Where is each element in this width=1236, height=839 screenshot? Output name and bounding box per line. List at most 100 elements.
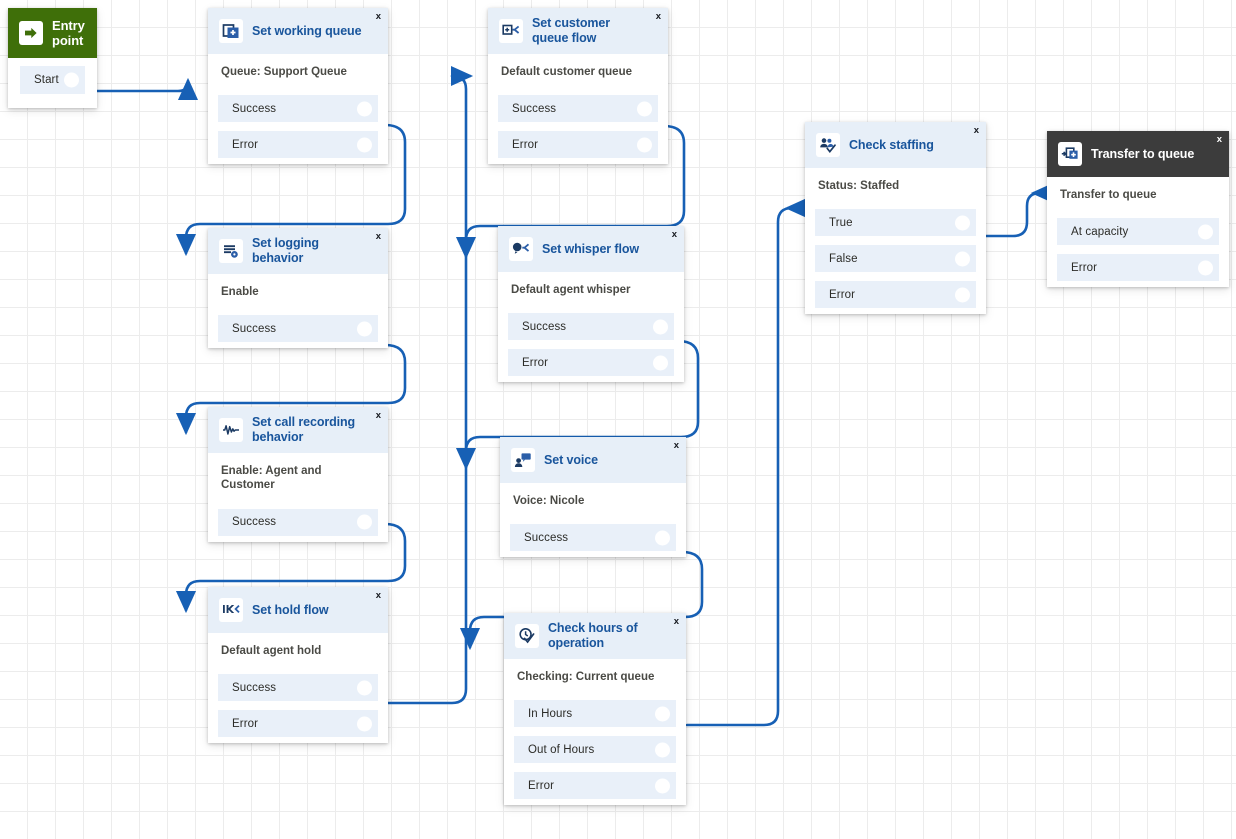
port-label: Error: [829, 288, 856, 301]
port-label: Success: [232, 322, 277, 335]
port-success[interactable]: Success: [218, 674, 378, 702]
node-subtitle: Voice: Nicole: [513, 495, 585, 507]
set-call-recording-behavior-icon: [219, 418, 243, 442]
node-subtitle: Default customer queue: [501, 66, 632, 78]
port-connector-dot[interactable]: [655, 530, 670, 546]
close-icon[interactable]: x: [673, 616, 679, 627]
port-connector-dot[interactable]: [653, 319, 668, 335]
port-connector-dot[interactable]: [955, 251, 970, 267]
port-error[interactable]: Error: [508, 349, 674, 377]
port-success[interactable]: Success: [508, 313, 674, 341]
node-set-logging-behavior[interactable]: Set logging behavior x Enable Success: [208, 228, 388, 349]
node-ports: At capacity Error: [1047, 212, 1229, 287]
port-false[interactable]: False: [815, 245, 976, 273]
port-error[interactable]: Error: [218, 710, 378, 738]
port-connector-dot[interactable]: [1198, 260, 1213, 276]
port-error[interactable]: Error: [815, 281, 976, 309]
port-error[interactable]: Error: [498, 131, 658, 159]
close-icon[interactable]: x: [671, 229, 677, 240]
port-connector-dot[interactable]: [655, 706, 670, 722]
node-header[interactable]: Check hours of operation x: [504, 613, 686, 659]
close-icon[interactable]: x: [973, 125, 979, 136]
close-icon[interactable]: x: [375, 410, 381, 421]
set-whisper-flow-icon: [509, 237, 533, 261]
node-title: Set whisper flow: [542, 241, 640, 256]
port-out-of-hours[interactable]: Out of Hours: [514, 736, 676, 764]
port-success[interactable]: Success: [498, 95, 658, 123]
node-ports: Start: [8, 58, 97, 108]
port-success[interactable]: Success: [218, 315, 378, 343]
port-error[interactable]: Error: [1057, 254, 1219, 282]
port-connector-dot[interactable]: [357, 101, 372, 117]
close-icon[interactable]: x: [375, 231, 381, 242]
port-connector-dot[interactable]: [64, 72, 79, 88]
node-set-voice[interactable]: Set voice x Voice: Nicole Success: [500, 437, 686, 558]
port-connector-dot[interactable]: [357, 514, 372, 530]
node-header[interactable]: Set hold flow x: [208, 587, 388, 633]
port-success[interactable]: Success: [218, 95, 378, 123]
node-header[interactable]: Entry point: [8, 8, 97, 58]
port-label: True: [829, 216, 853, 229]
set-working-queue-icon: [219, 19, 243, 43]
port-connector-dot[interactable]: [357, 137, 372, 153]
set-customer-queue-flow-icon: [499, 19, 523, 43]
node-header[interactable]: Set whisper flow x: [498, 226, 684, 272]
node-header[interactable]: Transfer to queue x: [1047, 131, 1229, 177]
port-start[interactable]: Start: [20, 66, 85, 94]
port-error[interactable]: Error: [218, 131, 378, 159]
node-set-working-queue[interactable]: Set working queue x Queue: Support Queue…: [208, 8, 388, 165]
port-connector-dot[interactable]: [637, 101, 652, 117]
port-connector-dot[interactable]: [955, 287, 970, 303]
transfer-to-queue-icon: [1058, 142, 1082, 166]
port-connector-dot[interactable]: [637, 137, 652, 153]
port-true[interactable]: True: [815, 209, 976, 237]
port-connector-dot[interactable]: [357, 321, 372, 337]
node-title: Set call recording behavior: [252, 415, 356, 444]
port-connector-dot[interactable]: [357, 680, 372, 696]
node-ports: In Hours Out of Hours Error: [504, 694, 686, 805]
close-icon[interactable]: x: [1216, 134, 1222, 145]
port-success[interactable]: Success: [510, 524, 676, 552]
node-header[interactable]: Set logging behavior x: [208, 228, 388, 274]
node-transfer-to-queue[interactable]: Transfer to queue x Transfer to queue At…: [1047, 131, 1229, 288]
port-label: Error: [522, 356, 549, 369]
port-connector-dot[interactable]: [655, 778, 670, 794]
close-icon[interactable]: x: [655, 11, 661, 22]
port-at-capacity[interactable]: At capacity: [1057, 218, 1219, 246]
node-header[interactable]: Set call recording behavior x: [208, 407, 388, 453]
port-success[interactable]: Success: [218, 508, 378, 536]
node-title: Check hours of operation: [548, 621, 638, 650]
node-header[interactable]: Set working queue x: [208, 8, 388, 54]
check-staffing-icon: [816, 133, 840, 157]
node-ports: Success Error: [498, 307, 684, 382]
close-icon[interactable]: x: [375, 11, 381, 22]
port-connector-dot[interactable]: [655, 742, 670, 758]
port-in-hours[interactable]: In Hours: [514, 700, 676, 728]
node-title: Set logging behavior: [252, 236, 319, 265]
port-connector-dot[interactable]: [1198, 224, 1213, 240]
node-header[interactable]: Set voice x: [500, 437, 686, 483]
close-icon[interactable]: x: [673, 440, 679, 451]
node-header[interactable]: Check staffing x: [805, 122, 986, 168]
node-subtitle: Queue: Support Queue: [221, 66, 347, 78]
node-set-call-recording-behavior[interactable]: Set call recording behavior x Enable: Ag…: [208, 407, 388, 542]
node-set-whisper-flow[interactable]: Set whisper flow x Default agent whisper…: [498, 226, 684, 383]
port-connector-dot[interactable]: [955, 215, 970, 231]
port-connector-dot[interactable]: [357, 716, 372, 732]
set-logging-behavior-icon: [219, 239, 243, 263]
node-title: Check staffing: [849, 137, 934, 152]
close-icon[interactable]: x: [375, 590, 381, 601]
port-label: Out of Hours: [528, 743, 595, 756]
node-header[interactable]: Set customer queue flow x: [488, 8, 668, 54]
node-check-staffing[interactable]: Check staffing x Status: Staffed True Fa…: [805, 122, 986, 315]
node-check-hours-of-operation[interactable]: Check hours of operation x Checking: Cur…: [504, 613, 686, 806]
port-connector-dot[interactable]: [653, 355, 668, 371]
node-set-customer-queue-flow[interactable]: Set customer queue flow x Default custom…: [488, 8, 668, 165]
port-error[interactable]: Error: [514, 772, 676, 800]
node-subtitle: Enable: [221, 286, 259, 298]
node-subtitle: Transfer to queue: [1060, 189, 1157, 201]
node-subtitle: Checking: Current queue: [517, 671, 655, 683]
node-entry-point[interactable]: Entry point Start: [8, 8, 97, 108]
node-set-hold-flow[interactable]: Set hold flow x Default agent hold Succe…: [208, 587, 388, 744]
